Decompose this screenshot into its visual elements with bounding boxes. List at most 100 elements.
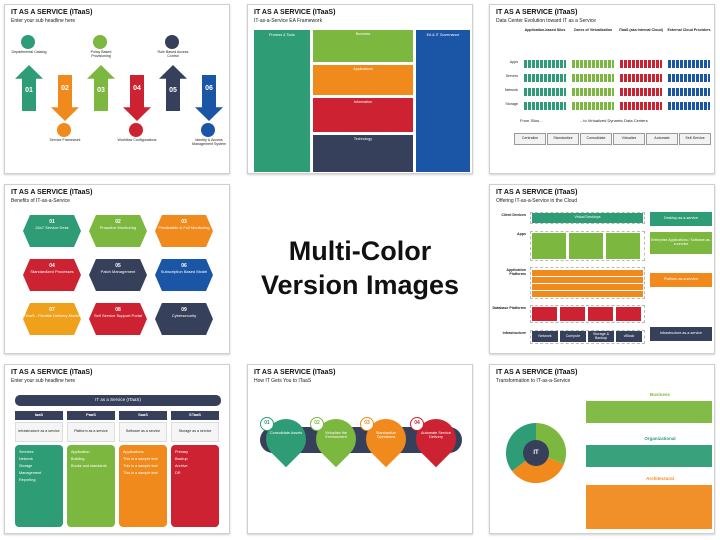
- slide-thumbnail-2[interactable]: IT AS A SERVICE (ITaaS) IT-as-a-Service …: [247, 4, 473, 174]
- step-label: Identity & Access Management System: [192, 138, 226, 146]
- service-name: IaaS: [15, 411, 63, 420]
- service-item: Books and standards: [71, 464, 107, 468]
- step-label: Departmental Catalog: [11, 50, 47, 54]
- infrastructure-block: Storage & Backup: [588, 331, 614, 342]
- offering-arrow: Enterprise Applications / Software-as-a-…: [650, 232, 712, 254]
- virtual-desktops-bar: Virtual Desktops: [532, 213, 643, 223]
- slide-subtitle: Offering IT-as-a-Service in the Cloud: [496, 198, 578, 204]
- layer-label: Database Platforms: [492, 306, 526, 310]
- evolution-step: Standardize: [547, 133, 579, 145]
- slide-subtitle: Enter your sub headline here: [11, 378, 76, 384]
- service-item: Management: [19, 471, 42, 475]
- benefit-text: Cybersecurity: [171, 313, 197, 318]
- technology-panel: Technology: [313, 135, 413, 172]
- server-rack-block: [620, 60, 662, 68]
- benefit-number: 06: [181, 263, 187, 269]
- pie-center-label: IT: [533, 450, 539, 456]
- panel-label: Information: [354, 100, 372, 104]
- service-item: DR: [175, 471, 181, 475]
- server-rack-block: [668, 74, 710, 82]
- service-item: This is a sample text: [123, 471, 158, 475]
- benefit-number: 01: [49, 219, 55, 225]
- service-item: Applications: [123, 450, 144, 454]
- slide-title: IT AS A SERVICE (ITaaS): [496, 369, 578, 376]
- layer-label: Infrastructure: [502, 331, 526, 335]
- layer-label: Client Devices: [501, 213, 526, 217]
- step-icon: [93, 35, 107, 49]
- layer-frame: [530, 212, 645, 224]
- slide-title: IT AS A SERVICE (ITaaS): [11, 9, 93, 16]
- service-description: Platform as a service: [67, 422, 115, 442]
- step-number: 04: [133, 85, 141, 92]
- section-panel: [586, 445, 712, 467]
- step-number: 01: [25, 87, 33, 94]
- step-number: 06: [205, 85, 213, 92]
- slide-thumbnail-7[interactable]: IT AS A SERVICE (ITaaS) How IT Gets You …: [247, 364, 473, 534]
- service-name: SaaS: [119, 411, 167, 420]
- column-label: Application-based Silos: [524, 28, 566, 32]
- server-rack-block: [524, 60, 566, 68]
- slide-thumbnail-6[interactable]: IT AS A SERVICE (ITaaS) Enter your sub h…: [4, 364, 230, 534]
- layer-frame: [530, 330, 645, 344]
- database-blocks: [532, 307, 643, 321]
- banner-label: IT as a Service (ITaaS): [95, 397, 141, 403]
- step-label: Role Based Access Control: [157, 50, 189, 58]
- evolution-step: Automate: [646, 133, 678, 145]
- offering-arrow: Infrastructure-as-a-service: [650, 327, 712, 341]
- offering-arrow: Desktop-as-a-service: [650, 212, 712, 226]
- step-arrow: [195, 75, 223, 121]
- slide-thumbnail-8[interactable]: IT AS A SERVICE (ITaaS) Transformation t…: [489, 364, 715, 534]
- step-arrow: [51, 75, 79, 121]
- platform-blocks: [532, 269, 643, 297]
- benefit-number: 08: [115, 307, 121, 313]
- service-item: This is a sample text: [123, 457, 158, 461]
- slide-thumbnail-3[interactable]: IT AS A SERVICE (ITaaS) Data Center Evol…: [489, 4, 715, 174]
- benefit-text: Predictable & Full Monitoring: [158, 225, 210, 230]
- slide-subtitle: IT-as-a-Service EA Framework: [254, 18, 323, 24]
- slide-thumbnail-5[interactable]: IT AS A SERVICE (ITaaS) Offering IT-as-a…: [489, 184, 715, 354]
- server-rack-block: [572, 88, 614, 96]
- infrastructure-block: vBlock: [616, 331, 642, 342]
- service-item: Storage: [19, 464, 33, 468]
- step-number: 03: [97, 87, 105, 94]
- step-icon: [201, 123, 215, 137]
- step-text: Standardize Operations: [375, 431, 397, 440]
- service-item: Application: [71, 450, 90, 454]
- benefit-text: Proactive Monitoring: [99, 225, 137, 230]
- step-number: 04: [410, 417, 424, 431]
- server-rack-block: [620, 74, 662, 82]
- step-text: Consolidate Assets: [269, 431, 303, 435]
- service-description: Storage as a service: [171, 422, 219, 442]
- row-label: Storage: [505, 102, 518, 106]
- heading-line-1: Multi-Color: [288, 236, 432, 267]
- to-label: ...to Virtualized Dynamic Data Centers: [580, 118, 648, 123]
- step-number: 03: [360, 417, 374, 431]
- slide-title: IT AS A SERVICE (ITaaS): [496, 189, 578, 196]
- step-number: 01: [260, 417, 274, 431]
- evolution-step: Centralize: [514, 133, 546, 145]
- infrastructure-block: Network: [532, 331, 558, 342]
- benefit-text: Standardized Processes: [30, 269, 74, 274]
- itaas-banner: IT as a Service (ITaaS): [15, 395, 221, 406]
- slide-title: IT AS A SERVICE (ITaaS): [11, 189, 93, 196]
- slide-title: IT AS A SERVICE (ITaaS): [254, 9, 336, 16]
- information-panel: Information: [313, 98, 413, 132]
- layer-frame: [530, 267, 645, 299]
- benefit-text: 24x7 Service Desk: [35, 225, 69, 230]
- step-icon: [165, 35, 179, 49]
- server-rack-block: [572, 60, 614, 68]
- section-panel: [586, 485, 712, 529]
- service-item: This is a sample text: [123, 464, 158, 468]
- slide-thumbnail-1[interactable]: IT AS A SERVICE (ITaaS) Enter your sub h…: [4, 4, 230, 174]
- slide-thumbnail-4[interactable]: IT AS A SERVICE (ITaaS) Benefits of IT-a…: [4, 184, 230, 354]
- panel-label: Business: [355, 32, 371, 36]
- step-number: 05: [169, 87, 177, 94]
- applications-panel: Applications: [313, 65, 413, 95]
- evolution-step: Virtualize: [613, 133, 645, 145]
- layer-frame: [530, 231, 645, 261]
